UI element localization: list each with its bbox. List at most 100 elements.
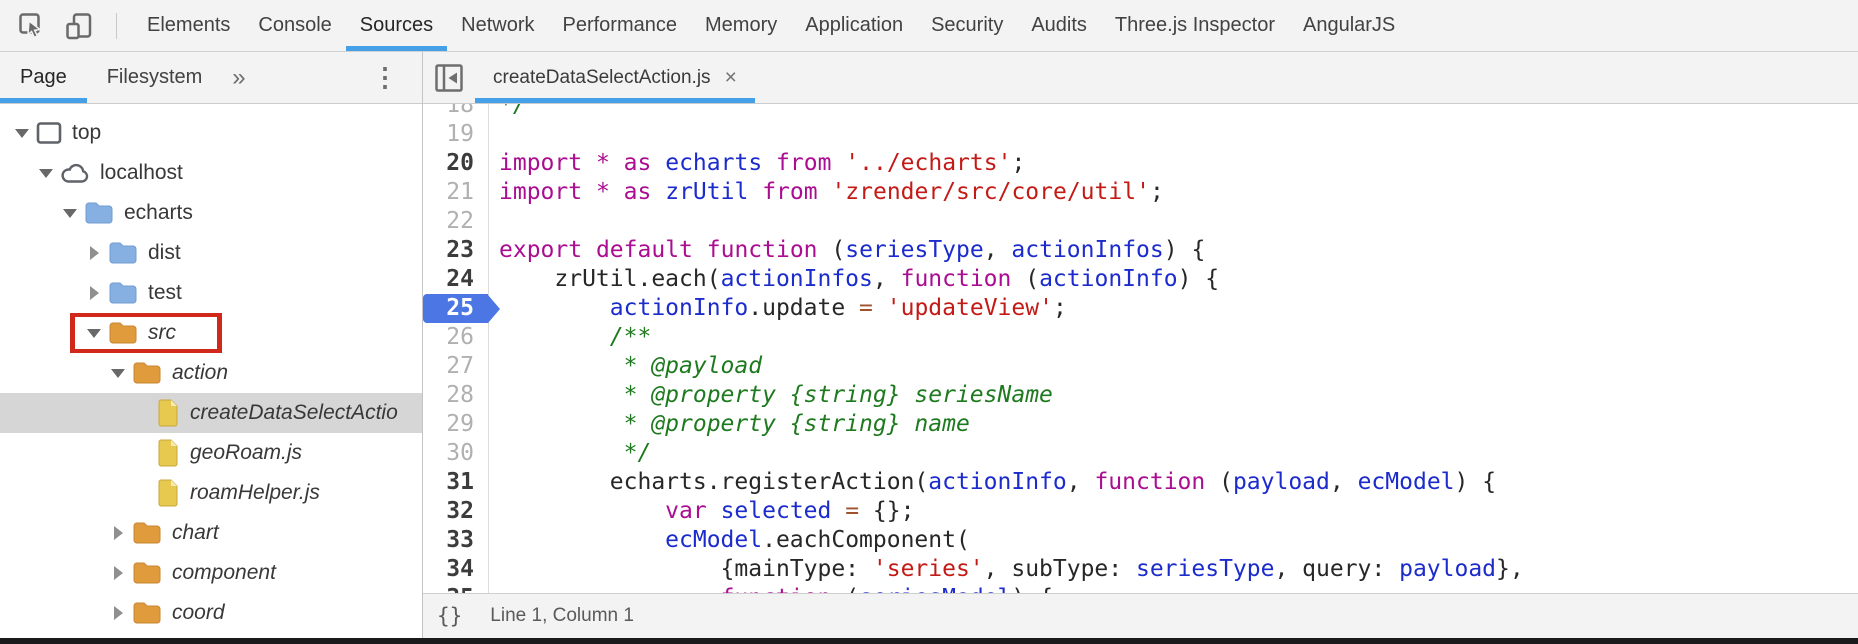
line-number[interactable]: 20 xyxy=(423,149,489,178)
line-content[interactable]: * @property {string} name xyxy=(489,410,970,439)
line-content[interactable]: /** xyxy=(489,323,652,352)
code-token: var xyxy=(665,498,707,524)
line-number[interactable]: 35 xyxy=(423,584,489,593)
arrow-expanded-icon xyxy=(111,368,125,378)
tree-item-georoam-js[interactable]: geoRoam.js xyxy=(0,433,422,473)
line-number[interactable]: 26 xyxy=(423,323,489,352)
code-token xyxy=(748,179,762,205)
main-tab-application[interactable]: Application xyxy=(805,14,904,36)
tree-item-component[interactable]: component xyxy=(0,553,422,593)
hide-navigator-icon xyxy=(433,62,465,94)
tab-close-icon[interactable]: × xyxy=(724,65,737,89)
main-tab-console[interactable]: Console xyxy=(258,14,332,36)
tree-expand-arrow[interactable] xyxy=(110,566,126,580)
navigator-tab-filesystem[interactable]: Filesystem xyxy=(106,66,203,88)
overflow-menu-button[interactable]: ⋮ xyxy=(372,62,398,92)
tree-expand-arrow[interactable] xyxy=(110,368,126,378)
tree-expand-arrow[interactable] xyxy=(38,168,54,178)
line-content[interactable]: import * as echarts from '../echarts'; xyxy=(489,149,1025,178)
main-tab-security[interactable]: Security xyxy=(931,14,1004,36)
line-content[interactable]: function (seriesModel) { xyxy=(489,584,1053,593)
line-content[interactable]: */ xyxy=(489,104,527,120)
line-content[interactable]: var selected = {}; xyxy=(489,497,914,526)
main-tab-network[interactable]: Network xyxy=(461,14,535,36)
tree-expand-arrow[interactable] xyxy=(110,526,126,540)
tree-item-src[interactable]: src xyxy=(0,313,422,353)
tree-expand-arrow[interactable] xyxy=(86,246,102,260)
code-token: import xyxy=(499,150,583,176)
line-number[interactable]: 21 xyxy=(423,178,489,207)
main-tab-elements[interactable]: Elements xyxy=(147,14,231,36)
device-toolbar-button[interactable] xyxy=(62,9,96,43)
code-token: 'series' xyxy=(872,556,984,582)
pretty-print-button[interactable]: {} xyxy=(437,604,463,628)
code-token: function xyxy=(900,266,1012,292)
tree-expand-arrow[interactable] xyxy=(86,286,102,300)
tree-item-dist[interactable]: dist xyxy=(0,233,422,273)
tree-item-createdataselectactio[interactable]: createDataSelectActio xyxy=(0,393,422,433)
line-content[interactable] xyxy=(489,207,499,236)
execution-line-badge[interactable]: 25 xyxy=(423,294,489,323)
line-content[interactable]: echarts.registerAction(actionInfo, funct… xyxy=(489,468,1496,497)
line-number[interactable]: 27 xyxy=(423,352,489,381)
line-number[interactable]: 29 xyxy=(423,410,489,439)
line-number[interactable]: 32 xyxy=(423,497,489,526)
line-number[interactable]: 18 xyxy=(423,104,489,120)
line-number[interactable]: 23 xyxy=(423,236,489,265)
navigator-tabs: Page Filesystem xyxy=(0,52,222,103)
main-tab-performance[interactable]: Performance xyxy=(562,14,678,36)
tree-item-coord[interactable]: coord xyxy=(0,593,422,633)
code-token xyxy=(707,498,721,524)
navigator-tab-page[interactable]: Page xyxy=(0,52,87,103)
line-number[interactable]: 30 xyxy=(423,439,489,468)
code-line-26: 26 /** xyxy=(423,323,1858,352)
line-content[interactable]: * @property {string} seriesName xyxy=(489,381,1053,410)
tree-expand-arrow[interactable] xyxy=(86,328,102,338)
tree-expand-arrow[interactable] xyxy=(110,606,126,620)
tree-item-chart[interactable]: chart xyxy=(0,513,422,553)
tree-item-action[interactable]: action xyxy=(0,353,422,393)
line-content[interactable]: */ xyxy=(489,439,652,468)
line-number[interactable]: 31 xyxy=(423,468,489,497)
line-content[interactable]: import * as zrUtil from 'zrender/src/cor… xyxy=(489,178,1164,207)
code-token: actionInfos xyxy=(1011,237,1164,263)
main-tab-memory[interactable]: Memory xyxy=(705,14,778,36)
folder-blue-icon xyxy=(84,201,114,225)
inspect-element-button[interactable] xyxy=(14,9,48,43)
main-tab-angularjs[interactable]: AngularJS xyxy=(1303,14,1396,36)
folder-orange-icon xyxy=(108,321,138,345)
tree-item-label: echarts xyxy=(124,201,193,224)
code-token: function xyxy=(1094,469,1206,495)
tree-item-top[interactable]: top xyxy=(0,113,422,153)
tree-item-roamhelper-js[interactable]: roamHelper.js xyxy=(0,473,422,513)
line-content[interactable]: {mainType: 'series', subType: seriesType… xyxy=(489,555,1524,584)
code-token xyxy=(499,498,665,524)
line-number[interactable]: 33 xyxy=(423,526,489,555)
line-content[interactable]: * @payload xyxy=(489,352,763,381)
code-token xyxy=(651,179,665,205)
line-content[interactable]: ecModel.eachComponent( xyxy=(489,526,970,555)
line-number[interactable]: 34 xyxy=(423,555,489,584)
code-token: ; xyxy=(1052,295,1067,321)
line-content[interactable]: export default function (seriesType, act… xyxy=(489,236,1205,265)
line-content[interactable] xyxy=(489,120,499,149)
more-tabs-button[interactable]: » xyxy=(232,63,246,91)
line-number[interactable]: 28 xyxy=(423,381,489,410)
main-tab-sources[interactable]: Sources xyxy=(346,0,447,51)
editor-tab-createdataselectaction-js[interactable]: createDataSelectAction.js × xyxy=(475,52,755,103)
line-content[interactable]: zrUtil.each(actionInfos, function (actio… xyxy=(489,265,1219,294)
line-number[interactable]: 24 xyxy=(423,265,489,294)
code-token: , xyxy=(872,266,901,292)
tree-expand-arrow[interactable] xyxy=(62,208,78,218)
tree-item-test[interactable]: test xyxy=(0,273,422,313)
tree-expand-arrow[interactable] xyxy=(14,128,30,138)
line-number[interactable]: 22 xyxy=(423,207,489,236)
tree-item-echarts[interactable]: echarts xyxy=(0,193,422,233)
main-tab-audits[interactable]: Audits xyxy=(1031,14,1087,36)
line-content[interactable]: actionInfo.update = 'updateView'; xyxy=(489,294,1067,323)
tree-item-localhost[interactable]: localhost xyxy=(0,153,422,193)
line-number[interactable]: 19 xyxy=(423,120,489,149)
toggle-navigator-button[interactable] xyxy=(431,52,467,103)
main-tab-three-js-inspector[interactable]: Three.js Inspector xyxy=(1114,14,1275,36)
